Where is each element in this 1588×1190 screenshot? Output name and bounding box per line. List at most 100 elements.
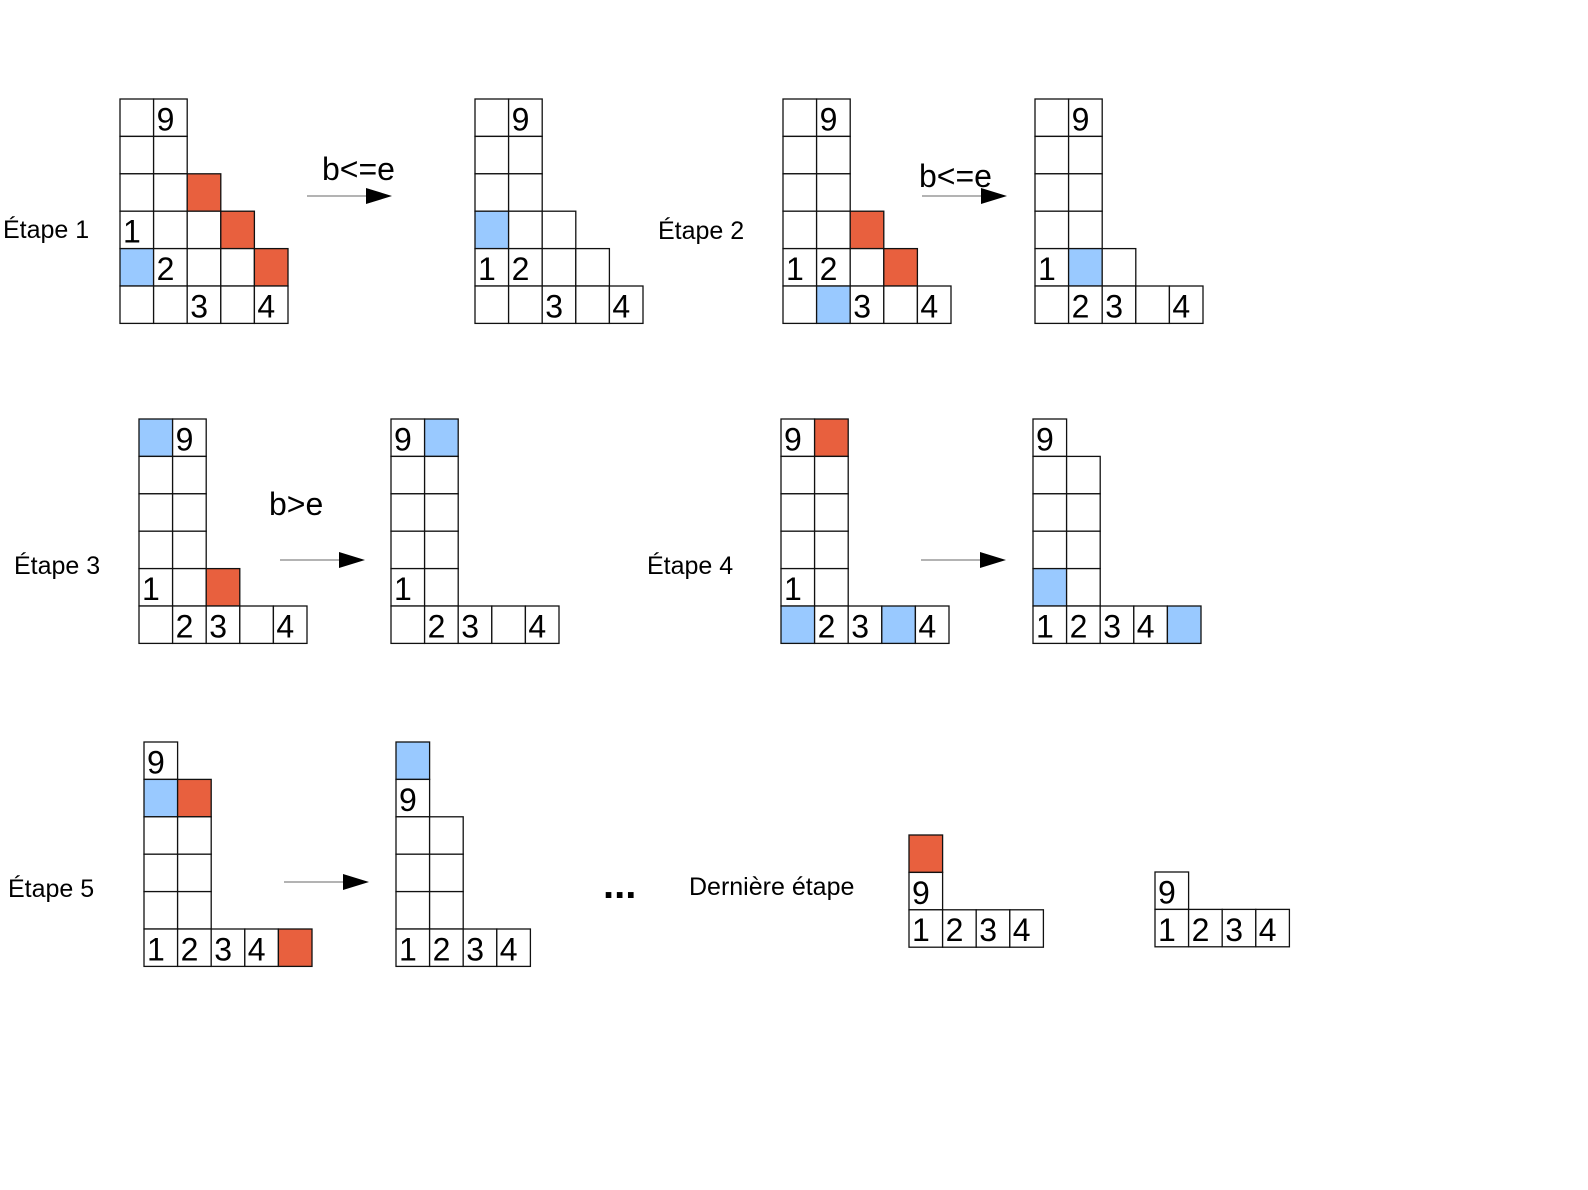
cell-white	[220, 247, 256, 287]
cell-white	[423, 605, 459, 645]
cell-number: 4	[920, 288, 938, 324]
cell-white	[908, 871, 944, 911]
cell-white	[1034, 173, 1070, 212]
step-4-arrow	[921, 552, 1006, 568]
cell-number: 3	[190, 288, 208, 324]
cell-white	[176, 928, 212, 968]
cell-white	[1065, 493, 1101, 532]
cell-white	[782, 247, 818, 287]
cell-number: 9	[1072, 101, 1090, 137]
cell-white	[428, 853, 464, 893]
cell-white	[780, 530, 816, 570]
cell-white	[138, 530, 174, 570]
cell-white	[815, 135, 851, 175]
cell-blue	[143, 778, 179, 818]
cell-number: 4	[612, 288, 630, 324]
cell-white	[782, 210, 818, 250]
cell-number: 9	[512, 101, 530, 137]
cell-number: 4	[276, 608, 294, 644]
step-1-label: Étape 1	[3, 215, 89, 244]
cell-white	[171, 567, 207, 607]
cell-white	[119, 210, 155, 250]
cell-white	[171, 493, 207, 532]
cell-white	[474, 285, 510, 325]
cell-white	[491, 605, 527, 645]
cell-white	[176, 853, 212, 893]
cell-blue	[395, 741, 431, 781]
cell-white	[1034, 135, 1070, 175]
cell-blue	[423, 418, 459, 458]
cell-white	[908, 909, 944, 948]
cell-white	[813, 567, 849, 607]
cell-white	[1065, 567, 1101, 607]
cell-white	[395, 853, 431, 893]
step-3-arrow-label: b>e	[269, 486, 323, 522]
cell-white	[1154, 908, 1190, 948]
cell-number: 2	[428, 608, 446, 644]
cell-number: 4	[257, 288, 275, 324]
cell-white	[849, 285, 885, 325]
last-step-label: Dernière étape	[689, 873, 854, 901]
cell-red	[883, 247, 919, 287]
cell-white	[507, 210, 543, 250]
cell-number: 9	[176, 421, 194, 457]
cell-white	[176, 890, 212, 930]
cell-white	[496, 928, 532, 968]
cell-white	[143, 816, 179, 855]
cell-blue	[780, 605, 816, 645]
cell-number: 9	[147, 744, 165, 780]
cell-number: 3	[214, 931, 232, 967]
cell-red	[849, 210, 885, 250]
cell-white	[428, 890, 464, 930]
cell-number: 2	[818, 608, 836, 644]
cell-number: 1	[123, 214, 141, 250]
cell-number: 1	[399, 931, 417, 967]
ellipsis: ...	[603, 863, 636, 907]
cell-white	[390, 567, 426, 607]
cell-white	[423, 493, 459, 532]
cell-white	[1133, 605, 1169, 645]
cell-white	[1065, 530, 1101, 570]
cell-white	[575, 247, 611, 287]
cell-white	[186, 247, 222, 287]
cell-number: 1	[786, 251, 804, 287]
cell-white	[524, 605, 560, 645]
cell-red	[205, 567, 241, 607]
cell-white	[1065, 455, 1101, 495]
step-1-arrow	[307, 188, 392, 204]
cell-number: 2	[181, 931, 199, 967]
step-4-label: Étape 4	[647, 551, 733, 580]
cell-white	[176, 816, 212, 855]
cell-white	[1135, 285, 1171, 325]
cell-white	[1067, 210, 1103, 250]
cell-white	[1034, 210, 1070, 250]
cell-number: 3	[545, 288, 563, 324]
cell-blue	[474, 210, 510, 250]
step-3-label: Étape 3	[14, 551, 100, 580]
cell-number: 9	[399, 782, 417, 818]
cell-number: 3	[853, 288, 871, 324]
cell-white	[1034, 285, 1070, 325]
cell-white	[1032, 530, 1068, 570]
cell-number: 3	[1225, 912, 1243, 948]
cell-white	[143, 853, 179, 893]
cell-white	[423, 530, 459, 570]
cell-white	[390, 493, 426, 532]
cell-white	[390, 605, 426, 645]
cell-white	[119, 173, 155, 212]
cell-white	[138, 455, 174, 495]
cell-white	[171, 418, 207, 458]
cell-number: 4	[1259, 912, 1277, 948]
cell-white	[186, 285, 222, 325]
cell-white	[390, 530, 426, 570]
cell-number: 4	[248, 931, 266, 967]
cell-number: 4	[1013, 912, 1031, 948]
cell-white	[608, 285, 644, 325]
